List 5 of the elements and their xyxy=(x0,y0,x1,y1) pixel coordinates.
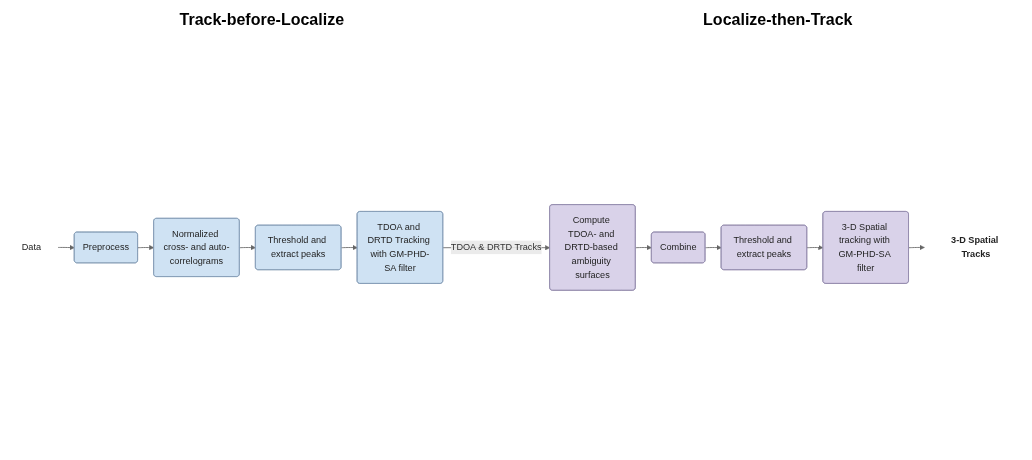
column-heading: Track-before-Localize xyxy=(179,11,345,29)
column-heading: Localize-then-Track xyxy=(703,11,853,29)
node-text: Data xyxy=(21,242,42,253)
node-text: 3-D Spatial Tracks xyxy=(951,235,999,259)
edge-label: TDOA & DRTD Tracks xyxy=(450,242,542,253)
